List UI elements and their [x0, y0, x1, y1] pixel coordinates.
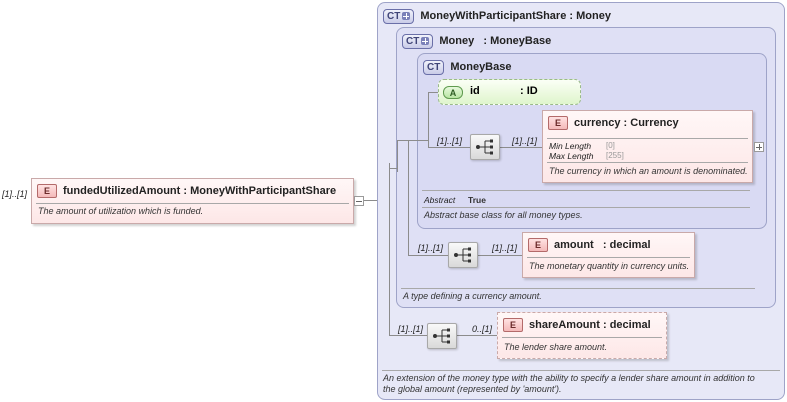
ct-outer-title: MoneyWithParticipantShare : Money: [420, 10, 611, 22]
abstract-value: True: [468, 195, 486, 205]
share-multiplicity-right: 0..[1]: [472, 324, 493, 334]
root-element-name: fundedUtilizedAmount : MoneyWithParticip…: [63, 185, 337, 197]
ct-moneybase-title: MoneyBase: [450, 61, 512, 73]
min-length-value: [0]: [606, 141, 615, 150]
sequence-compositor-icon[interactable]: [470, 134, 500, 160]
root-element-doc: The amount of utilization which is funde…: [38, 206, 204, 216]
ct-money-doc: A type defining a currency amount.: [403, 291, 542, 301]
amount-element-name: amount : decimal: [554, 239, 651, 251]
element-badge: E: [37, 184, 57, 198]
sequence-compositor-icon[interactable]: [448, 242, 478, 268]
root-collapse-toggle[interactable]: [354, 196, 364, 206]
sequence-compositor-icon[interactable]: [427, 323, 457, 349]
currency-multiplicity-left: [1]..[1]: [437, 136, 463, 146]
root-multiplicity: [1]..[1]: [2, 189, 28, 199]
amount-multiplicity-right: [1]..[1]: [492, 243, 518, 253]
attribute-badge: A: [443, 86, 463, 99]
complex-type-badge: CT: [383, 8, 415, 24]
amount-element-box[interactable]: E amount : decimal The monetary quantity…: [522, 232, 695, 278]
amount-element-doc: The monetary quantity in currency units.: [529, 261, 690, 271]
share-amount-element-name: shareAmount : decimal: [529, 319, 651, 331]
amount-multiplicity-left: [1]..[1]: [418, 243, 444, 253]
element-badge: E: [503, 318, 523, 332]
ct-moneybase-doc: Abstract base class for all money types.: [424, 210, 583, 220]
element-badge: E: [528, 238, 548, 252]
currency-element-name: currency : Currency: [574, 117, 679, 129]
min-length-label: Min Length: [549, 141, 592, 151]
element-badge: E: [548, 116, 568, 130]
attribute-id[interactable]: A id : ID: [438, 79, 581, 105]
attribute-id-type: : ID: [520, 85, 538, 97]
currency-element-doc: The currency in which an amount is denom…: [549, 166, 748, 176]
currency-multiplicity-right: [1]..[1]: [512, 136, 538, 146]
max-length-label: Max Length: [549, 151, 594, 161]
share-amount-element-box[interactable]: E shareAmount : decimal The lender share…: [497, 312, 667, 359]
currency-expand-toggle[interactable]: [754, 142, 764, 152]
abstract-label: Abstract: [424, 195, 456, 205]
complex-type-badge: CT: [402, 33, 434, 49]
currency-element-box[interactable]: E currency : Currency Min Length [0] Max…: [542, 110, 753, 183]
ct-money-title: Money : MoneyBase: [439, 35, 552, 47]
complex-type-badge: CT: [423, 59, 445, 75]
root-element-box[interactable]: E fundedUtilizedAmount : MoneyWithPartic…: [31, 178, 354, 224]
ct-outer-doc-line1: An extension of the money type with the …: [383, 373, 755, 383]
share-amount-element-doc: The lender share amount.: [504, 342, 608, 352]
ct-outer-doc-line2: the global amount (represented by 'amoun…: [383, 384, 562, 394]
share-multiplicity-left: [1]..[1]: [398, 324, 424, 334]
max-length-value: [255]: [606, 151, 624, 160]
attribute-id-name: id: [470, 85, 480, 97]
